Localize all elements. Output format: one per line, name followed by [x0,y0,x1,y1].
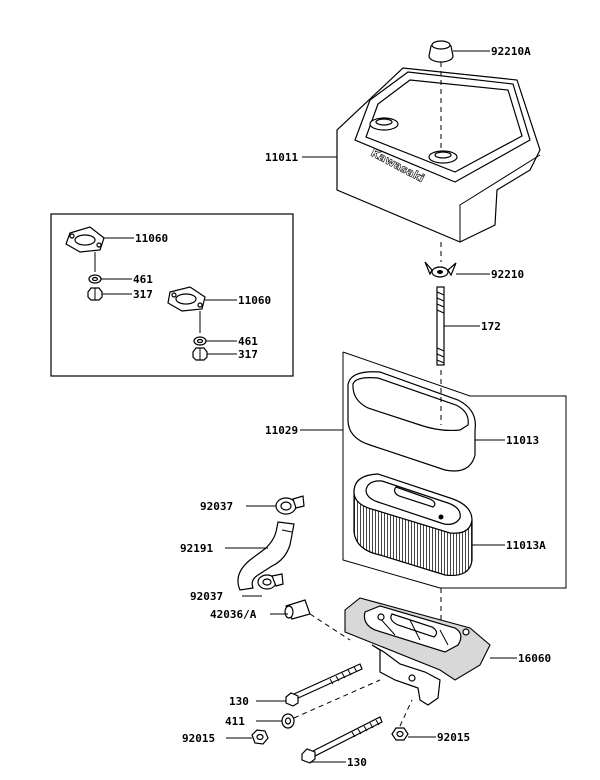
label-130-upper: 130 [229,695,249,708]
filter-element-11013a: 11013A [353,473,546,577]
nut-92015-right: 92015 [391,699,470,744]
hose-92191: 92191 [180,521,295,591]
washer-461-a [88,274,102,284]
label-11029: 11029 [265,424,298,437]
label-317-a: 317 [133,288,153,301]
label-461-a: 461 [133,273,153,286]
nut-317-b [192,347,208,361]
label-461-b: 461 [238,335,258,348]
label-11060-a: 11060 [135,232,168,245]
air-cleaner-cover-11011: Kawasaki 11011 [265,62,541,243]
bolt-130-lower: 130 [301,716,383,769]
assembly-bracket-11029: 11029 [265,351,567,589]
label-92191: 92191 [180,542,213,555]
label-92210: 92210 [491,268,524,281]
wing-nut-92210: 92210 [424,261,524,281]
label-92037-bottom: 92037 [190,590,223,603]
base-plate-16060: 16060 [344,597,551,706]
hose-clamp-92037-top: 92037 [200,495,305,515]
gasket-11060-b [167,286,206,312]
label-92015-left: 92015 [182,732,215,745]
washer-411: 411 [225,679,381,729]
label-11060-b: 11060 [238,294,271,307]
label-11013: 11013 [506,434,539,447]
label-16060: 16060 [518,652,551,665]
label-92210a: 92210A [491,45,531,58]
label-11011: 11011 [265,151,298,164]
hose-clamp-92037-bottom: 92037 [190,573,284,603]
label-11013a: 11013A [506,539,546,552]
nut-317-a [87,287,103,301]
label-411: 411 [225,715,245,728]
cap-92210a: 92210A [428,40,531,63]
fitting-42036a: 42036/A [210,599,351,641]
inset-gasket-box: 11060 461 317 11060 461 [50,213,294,377]
washer-461-b [193,336,207,346]
precleaner-11013: 11013 [347,370,539,472]
label-317-b: 317 [238,348,258,361]
bolt-130-upper: 130 [229,663,363,708]
label-42036a: 42036/A [210,608,257,621]
gasket-11060-a [65,226,105,253]
label-92015-right: 92015 [437,731,470,744]
nut-92015-left: 92015 [182,729,269,745]
label-130-lower: 130 [347,756,367,769]
label-172: 172 [481,320,501,333]
stud-172: 172 [436,286,501,366]
label-92037-top: 92037 [200,500,233,513]
